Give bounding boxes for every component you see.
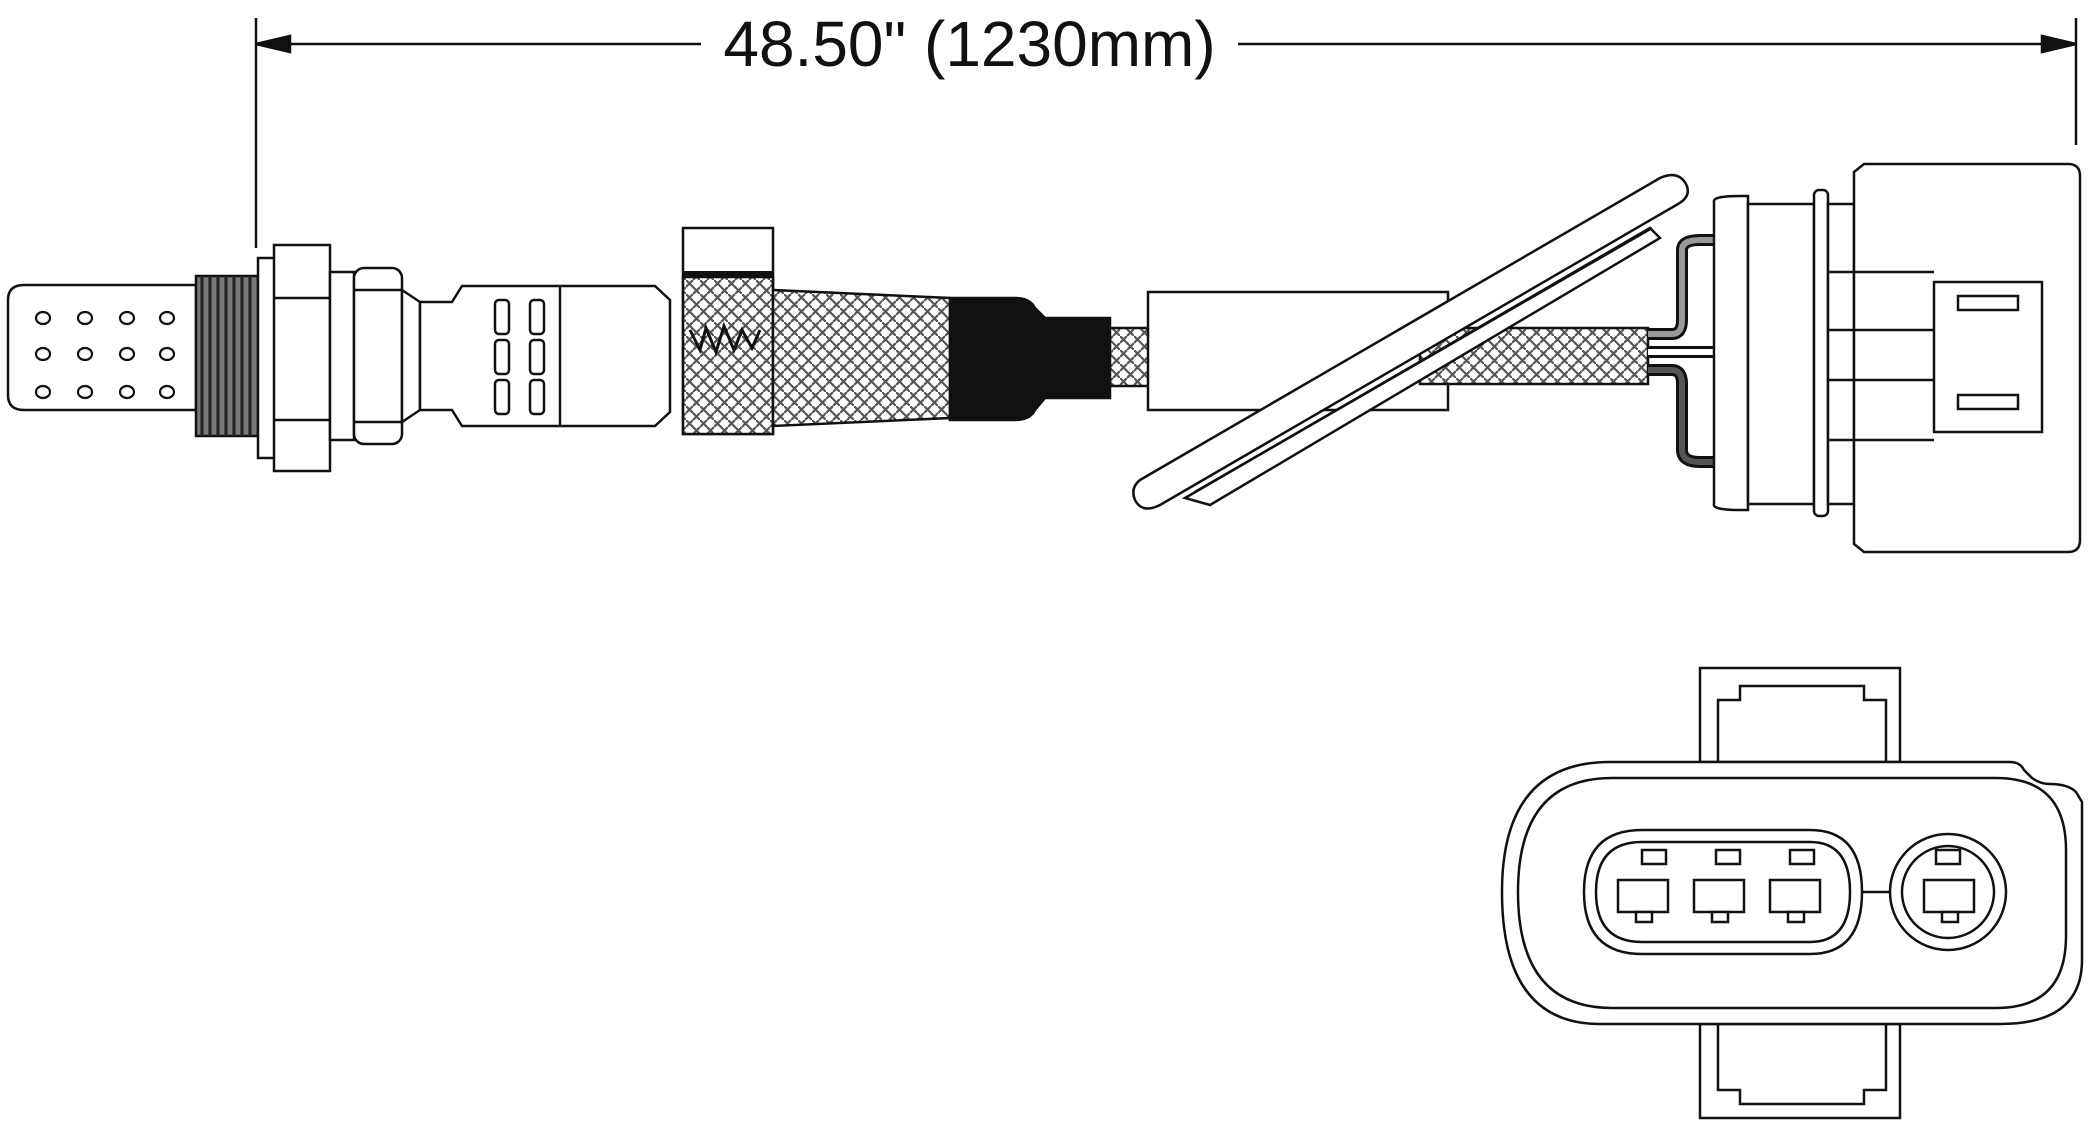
crimp-collar	[681, 226, 775, 436]
sleeve-slots	[493, 298, 546, 416]
connector-wires	[1648, 234, 1718, 468]
connector-face-view	[1500, 666, 2084, 1120]
dimension-arrowhead-right	[2040, 34, 2077, 54]
connector-side-view	[1712, 162, 2082, 554]
dimension-arrowhead-left	[255, 34, 292, 54]
connector-pins	[1616, 848, 1976, 924]
tip-vent-holes	[34, 310, 176, 400]
thread-lines	[200, 276, 252, 436]
sensor-sleeve	[418, 284, 672, 428]
hex-nut	[256, 243, 422, 473]
connector-latch-top	[1698, 666, 1902, 764]
braided-cable	[771, 288, 1152, 428]
perforated-sensor-tip	[6, 283, 198, 412]
threaded-body	[194, 274, 260, 438]
mounting-clip	[1132, 173, 1689, 510]
